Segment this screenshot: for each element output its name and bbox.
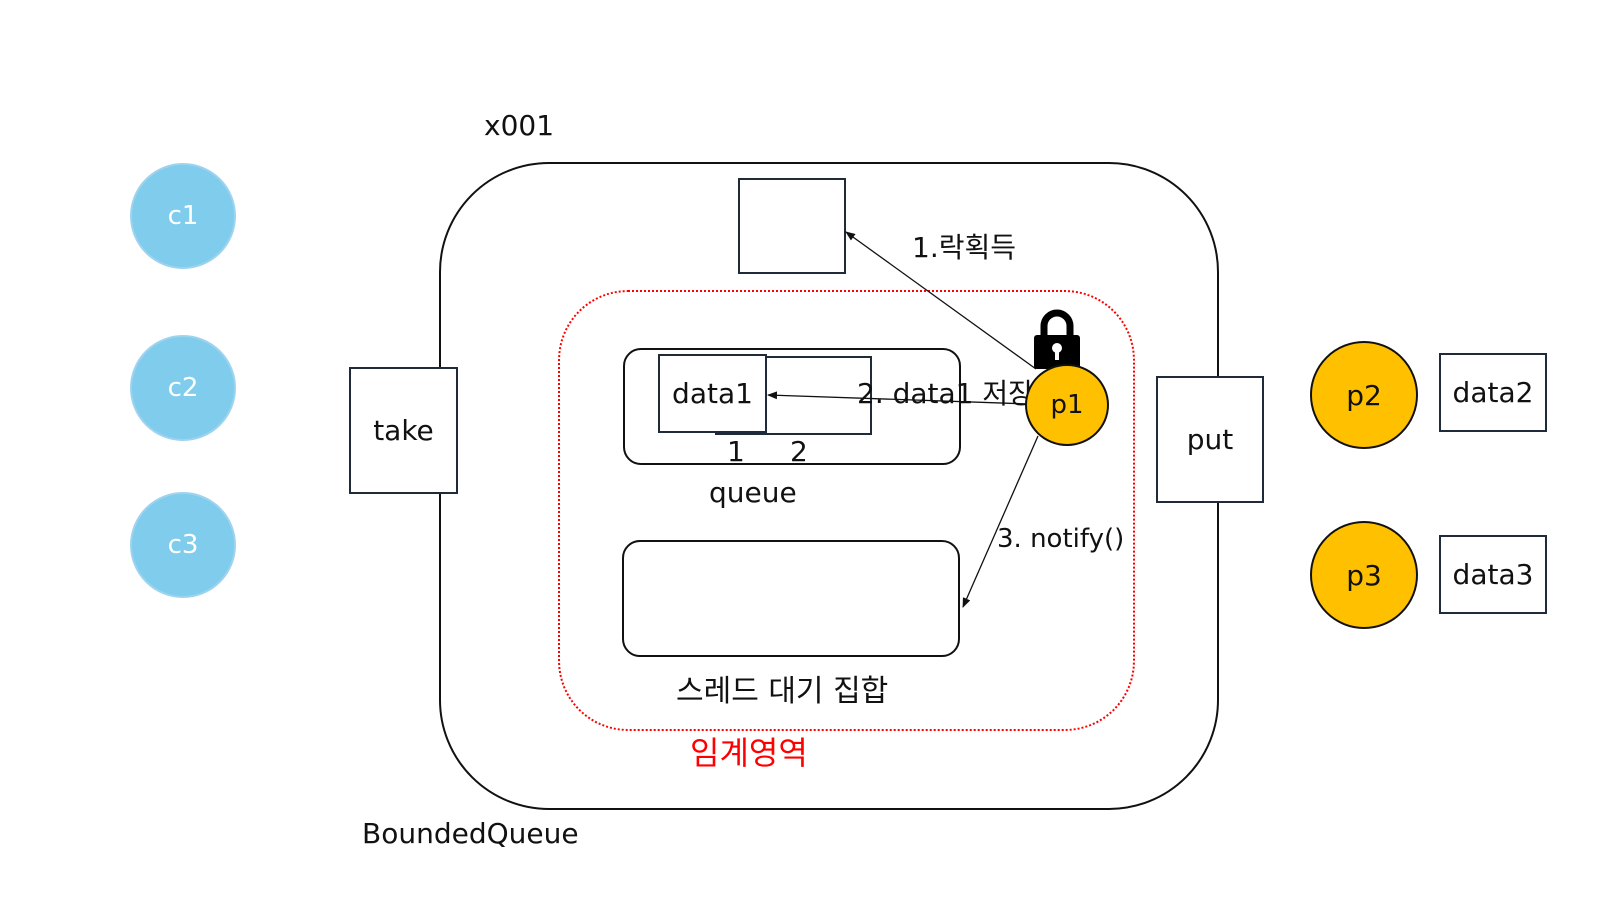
queue-index-2: 2 xyxy=(790,435,808,468)
put-method-label: put xyxy=(1186,423,1234,456)
step1-label: 1.락획득 xyxy=(912,231,1016,264)
critical-section-label: 임계영역 xyxy=(690,734,808,772)
take-method-box: take xyxy=(349,367,458,494)
step3-label: 3. notify() xyxy=(997,524,1125,554)
consumer-c1-label: c1 xyxy=(167,201,199,231)
lock-slot-box xyxy=(738,178,846,274)
producer-p3-data-label: data3 xyxy=(1452,558,1534,591)
take-method-label: take xyxy=(373,414,434,447)
queue-slot-1-value: data1 xyxy=(672,377,753,410)
producer-p2-data-box: data2 xyxy=(1439,353,1547,432)
object-id-label: x001 xyxy=(484,109,555,142)
consumer-thread-c3: c3 xyxy=(130,492,236,598)
lock-icon xyxy=(1032,306,1082,370)
step2-label: 2. data1 저장 xyxy=(857,377,1034,410)
producer-p2-data-label: data2 xyxy=(1452,376,1534,409)
queue-container xyxy=(623,348,961,465)
producer-p1-label: p1 xyxy=(1050,390,1084,420)
producer-thread-p1: p1 xyxy=(1025,364,1109,446)
put-method-box: put xyxy=(1156,376,1264,503)
class-name-label: BoundedQueue xyxy=(362,817,579,850)
producer-thread-p2: p2 xyxy=(1310,341,1418,449)
producer-thread-p3: p3 xyxy=(1310,521,1418,629)
producer-p2-label: p2 xyxy=(1346,378,1382,412)
producer-p3-label: p3 xyxy=(1346,558,1382,592)
consumer-c3-label: c3 xyxy=(167,530,199,560)
wait-set-label: 스레드 대기 집합 xyxy=(676,674,889,709)
producer-p3-data-box: data3 xyxy=(1439,535,1547,614)
queue-slot-1: data1 xyxy=(658,354,767,433)
queue-index-1: 1 xyxy=(727,435,745,468)
consumer-c2-label: c2 xyxy=(167,373,199,403)
consumer-thread-c1: c1 xyxy=(130,163,236,269)
wait-set-container xyxy=(622,540,960,657)
queue-label: queue xyxy=(709,476,797,509)
consumer-thread-c2: c2 xyxy=(130,335,236,441)
